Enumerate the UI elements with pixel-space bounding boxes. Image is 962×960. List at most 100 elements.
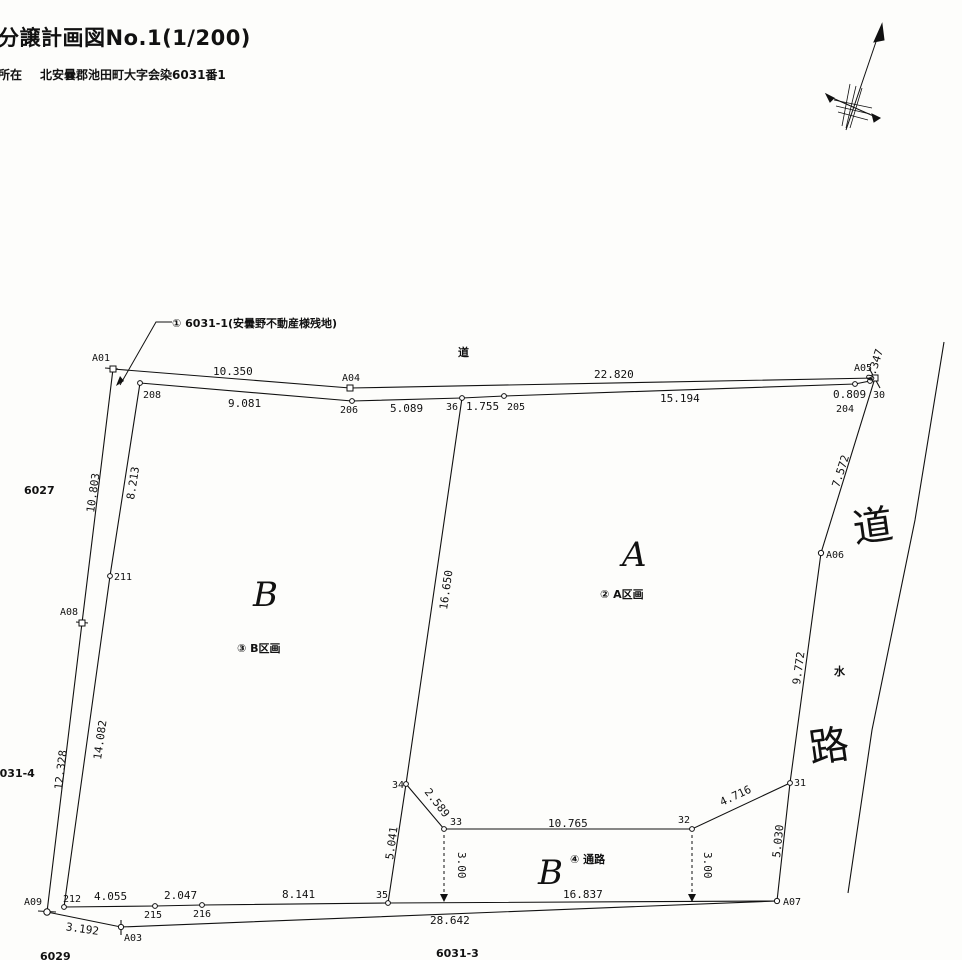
point-marker-a09 — [43, 908, 51, 916]
point-marker-36 — [459, 395, 465, 401]
point-label-35: 35 — [376, 890, 388, 901]
waterway-hand-top: 道 — [850, 501, 896, 552]
point-marker-30 — [867, 378, 873, 384]
point-label-a06: A06 — [826, 550, 844, 561]
dim-5-030: 5.030 — [770, 824, 786, 858]
dim-9-772: 9.772 — [790, 651, 807, 686]
survey-points — [43, 365, 879, 931]
point-label-215: 215 — [144, 910, 162, 921]
passage-label: ④ 通路 — [570, 852, 606, 866]
outer-right-boundary — [776, 377, 876, 902]
passage-boundary — [405, 782, 791, 830]
point-marker-204 — [852, 381, 858, 387]
dim-12-328: 12.328 — [52, 749, 70, 790]
passage-letter: B — [537, 853, 563, 893]
point-label-a03: A03 — [124, 933, 142, 944]
dim-2-589: 2.589 — [422, 786, 453, 820]
point-marker-a01 — [109, 365, 117, 373]
dim-14-082: 14.082 — [91, 719, 109, 760]
dim-8-141: 8.141 — [282, 888, 315, 901]
dim-5-089: 5.089 — [390, 402, 423, 415]
outer-left-boundary — [46, 368, 114, 913]
dim-10-803: 10.803 — [84, 472, 102, 513]
point-label-34: 34 — [392, 780, 404, 791]
point-label-206: 206 — [340, 405, 358, 416]
neighbor-6027: 6027 — [24, 484, 55, 497]
dim-5-041: 5.041 — [383, 826, 400, 861]
point-label-216: 216 — [193, 909, 211, 920]
dim-8-213: 8.213 — [124, 466, 142, 501]
point-marker-31 — [787, 780, 793, 786]
point-marker-208 — [137, 380, 143, 386]
point-label-36: 36 — [446, 402, 458, 413]
point-marker-211 — [107, 573, 113, 579]
dim-0-809: 0.809 — [833, 388, 866, 401]
area-a-letter: A — [619, 535, 647, 575]
point-marker-a04 — [346, 384, 354, 392]
neighbor-6031-3: 6031-3 — [436, 947, 479, 960]
point-marker-33 — [441, 826, 447, 832]
dim-3-00-right: 3.00 — [701, 852, 714, 879]
area-b-label: ③ B区画 — [237, 642, 281, 655]
location-prefix: 所在 — [0, 68, 23, 82]
point-marker-34 — [403, 781, 409, 787]
point-label-a07: A07 — [783, 897, 801, 908]
dim-15-194: 15.194 — [660, 392, 700, 405]
dim-3-192: 3.192 — [65, 920, 100, 937]
dim-16-837: 16.837 — [563, 888, 603, 901]
point-marker-216 — [199, 902, 205, 908]
point-marker-35 — [385, 900, 391, 906]
point-marker-a07 — [773, 897, 781, 905]
road-label: 道 — [458, 345, 469, 359]
dim-7-572: 7.572 — [829, 453, 852, 489]
neighbor-6029: 6029 — [40, 950, 71, 960]
point-label-a04: A04 — [342, 373, 360, 384]
point-label-31: 31 — [794, 778, 806, 789]
point-label-33: 33 — [450, 817, 462, 828]
point-marker-32 — [689, 826, 695, 832]
point-marker-a08 — [78, 619, 86, 627]
point-label-a08: A08 — [60, 607, 78, 618]
dim-28-642: 28.642 — [430, 914, 470, 927]
waterway-edge-line — [847, 341, 945, 894]
passage-width-arrowheads — [440, 894, 696, 902]
dim-4-716: 4.716 — [718, 783, 754, 809]
area-b-letter: B — [252, 575, 278, 615]
parcel-note-leader — [119, 321, 172, 386]
point-label-a05: A05 — [854, 363, 872, 374]
point-label-32: 32 — [678, 815, 690, 826]
waterway-label: 水 — [834, 664, 846, 678]
arrowhead-left — [440, 894, 448, 902]
point-label-208: 208 — [143, 390, 161, 401]
dim-9-081: 9.081 — [228, 397, 261, 410]
dim-1-755: 1.755 — [466, 400, 499, 413]
point-marker-205 — [501, 393, 507, 399]
dim-3-00-left: 3.00 — [455, 852, 468, 879]
arrowhead-right — [688, 894, 696, 902]
point-label-205: 205 — [507, 402, 525, 413]
point-marker-a05 — [871, 374, 879, 382]
point-marker-215 — [152, 903, 158, 909]
boundary-lines — [37, 341, 945, 935]
area-a-label: ② A区画 — [600, 588, 644, 601]
dim-4-055: 4.055 — [94, 890, 127, 903]
leader-arrowhead — [116, 376, 124, 386]
north-arrow-icon — [824, 22, 885, 131]
location-line: 所在 北安曇郡池田町大字会染6031番1 — [0, 66, 226, 83]
point-label-a09: A09 — [24, 897, 42, 908]
passage-width-markers — [443, 835, 693, 898]
point-marker-212 — [61, 904, 67, 910]
page-title: 分譲計画図No.1(1/200) — [0, 26, 251, 50]
location-address: 北安曇郡池田町大字会染6031番1 — [40, 68, 226, 82]
point-label-212: 212 — [63, 894, 81, 905]
dim-10-765: 10.765 — [548, 817, 588, 830]
dim-22-820: 22.820 — [594, 368, 634, 381]
point-label-30: 30 — [873, 390, 885, 401]
point-label-211: 211 — [114, 572, 132, 583]
neighbor-6031-4: 6031-4 — [0, 767, 35, 780]
dim-10-350: 10.350 — [213, 365, 253, 378]
dim-2-047: 2.047 — [164, 889, 197, 902]
waterway-hand-bottom: 路 — [806, 721, 852, 772]
parcel-note-label: ① 6031-1(安曇野不動産様残地) — [172, 316, 337, 330]
